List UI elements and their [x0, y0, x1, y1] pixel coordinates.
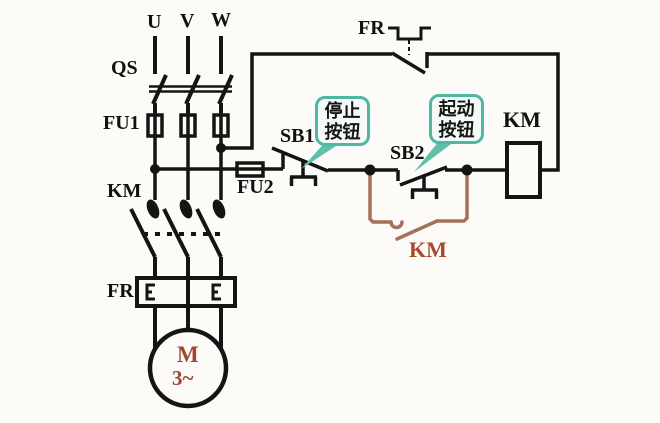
qs-switch-symbol [149, 74, 234, 116]
fu1-fuse-symbols [146, 113, 230, 200]
phase-label-w: W [211, 9, 231, 31]
start-button-callout: 起动 按钮 [429, 94, 484, 144]
stop-button-callout: 停止 按钮 [315, 96, 370, 146]
control-wire-left [155, 161, 283, 178]
junction-dots [150, 143, 473, 176]
km-aux-label: KM [409, 237, 447, 262]
phase-lines-top [153, 36, 223, 74]
stop-callout-line2: 按钮 [324, 122, 361, 142]
sb2-start-button-symbol [370, 165, 507, 199]
motor-circle [147, 327, 229, 409]
fr-nc-contact-symbol [388, 26, 431, 75]
motor-3ph-label: 3~ [172, 366, 194, 390]
motor-m-label: M [177, 342, 199, 367]
km-coil-label: KM [503, 107, 541, 132]
sb1-label: SB1 [280, 125, 315, 147]
control-wire-top [221, 52, 560, 172]
start-callout-line2: 按钮 [438, 120, 475, 140]
sb1-stop-button-symbol [271, 146, 370, 186]
km-main-label: KM [107, 180, 142, 202]
fr-thermal-relay-symbol [135, 276, 237, 349]
sb2-label: SB2 [390, 142, 425, 164]
fu1-label: FU1 [103, 112, 140, 134]
stop-callout-line1: 停止 [324, 101, 361, 121]
km-coil-symbol [505, 141, 542, 199]
fu2-label: FU2 [237, 176, 274, 198]
km-main-contacts-symbol [129, 199, 226, 278]
km-aux-contact-symbol [368, 170, 469, 241]
fr-main-label: FR [107, 280, 134, 302]
start-callout-line1: 起动 [438, 99, 475, 119]
qs-label: QS [111, 57, 138, 79]
phase-label-u: U [147, 11, 162, 33]
fr-contact-label: FR [358, 17, 385, 39]
phase-label-v: V [180, 10, 195, 32]
